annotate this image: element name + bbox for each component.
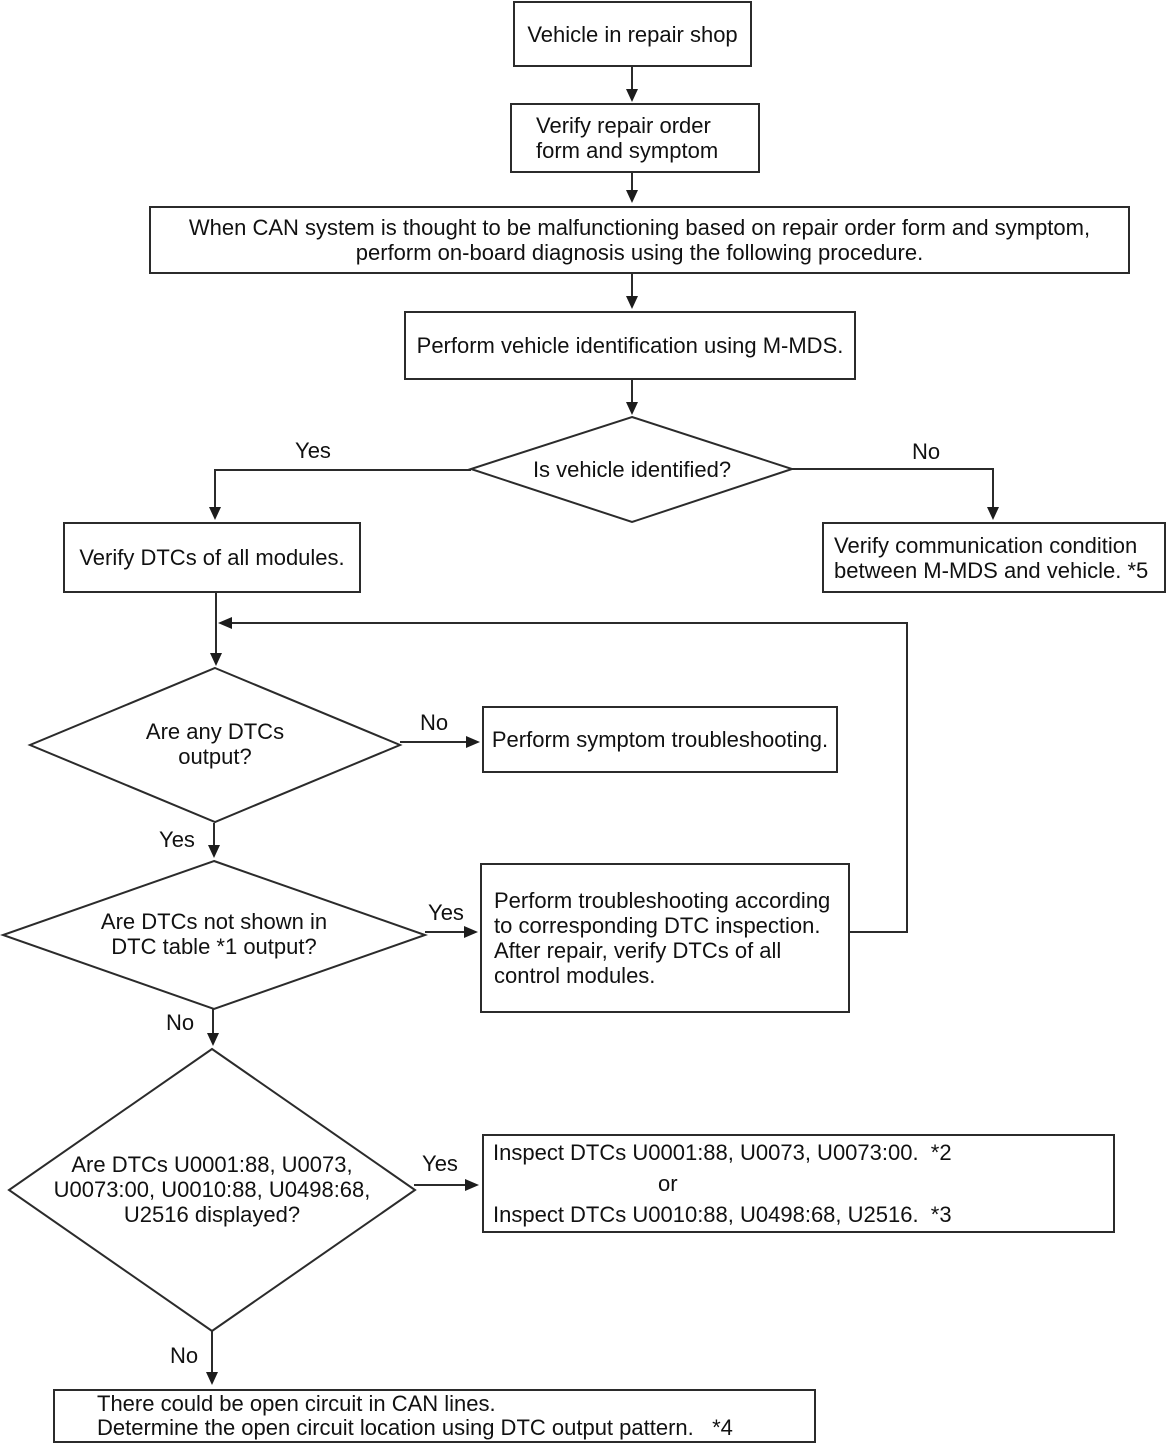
label-not-in-table-no: No <box>165 1010 195 1035</box>
node-open-circuit: There could be open circuit in CAN lines… <box>53 1389 816 1443</box>
arrowhead-down-icon <box>626 402 638 415</box>
arrowhead-down-icon <box>626 89 638 102</box>
node-perform-dtc-troubleshooting: Perform troubleshooting according to cor… <box>480 863 850 1013</box>
node-text-line: to corresponding DTC inspection. <box>494 913 821 938</box>
decision-is-vehicle-identified-text: Is vehicle identified? <box>532 457 732 482</box>
node-text-line: Verify communication condition <box>834 532 1138 558</box>
arrowhead-down-icon <box>626 296 638 309</box>
node-text-line: Determine the open circuit location usin… <box>97 1415 733 1440</box>
label-any-dtcs-no: No <box>419 710 449 735</box>
arrowhead-down-icon <box>207 1033 219 1046</box>
edge-identified-no <box>792 468 994 508</box>
node-text-line: Inspect DTCs U0010:88, U0498:68, U2516. … <box>493 1202 952 1227</box>
decision-dtcs-displayed-text: Are DTCs U0001:88, U0073, U0073:00, U001… <box>47 1152 377 1227</box>
decision-text-line: Are any DTCs <box>145 719 285 744</box>
label-displayed-yes: Yes <box>422 1151 458 1176</box>
decision-text-line: Are DTCs U0001:88, U0073, <box>71 1152 353 1177</box>
label-identified-no: No <box>911 439 941 464</box>
arrowhead-down-icon <box>209 507 221 520</box>
decision-text-line: output? <box>178 744 252 769</box>
arrowhead-down-icon <box>626 190 638 203</box>
decision-is-vehicle-identified-shape <box>467 415 796 524</box>
arrowhead-left-icon <box>218 617 232 629</box>
node-inspect-dtcs: Inspect DTCs U0001:88, U0073, U0073:00. … <box>482 1134 1115 1233</box>
decision-are-any-dtcs-output-shape <box>27 666 403 824</box>
decision-text-line: U0073:00, U0010:88, U0498:68, <box>53 1177 371 1202</box>
label-not-in-table-yes: Yes <box>428 900 464 925</box>
node-can-malfunction-note: When CAN system is thought to be malfunc… <box>149 206 1130 274</box>
node-text-line: perform on-board diagnosis using the fol… <box>355 240 924 265</box>
node-text-line: When CAN system is thought to be malfunc… <box>188 215 1091 240</box>
arrowhead-down-icon <box>208 845 220 858</box>
node-text-line: After repair, verify DTCs of all <box>494 938 782 963</box>
decision-text-line: Are DTCs not shown in <box>100 909 328 934</box>
node-verify-dtcs-all-modules: Verify DTCs of all modules. <box>63 522 361 593</box>
node-text-line: There could be open circuit in CAN lines… <box>97 1391 496 1416</box>
node-text-line: between M-MDS and vehicle. *5 <box>834 557 1149 583</box>
edge-identified-yes <box>214 469 471 508</box>
node-text-line: form and symptom <box>536 138 719 163</box>
decision-dtcs-not-in-table-text: Are DTCs not shown in DTC table *1 outpu… <box>79 909 349 959</box>
node-verify-communication-condition: Verify communication condition between M… <box>822 522 1166 593</box>
decision-dtcs-displayed-shape <box>7 1047 417 1333</box>
arrowhead-right-icon <box>464 926 478 938</box>
node-text-line: control modules. <box>494 963 656 988</box>
decision-text-line: U2516 displayed? <box>123 1202 301 1227</box>
label-identified-yes: Yes <box>295 438 331 463</box>
arrowhead-down-icon <box>987 507 999 520</box>
node-verify-repair-order: Verify repair order form and symptom <box>510 103 760 173</box>
decision-text-line: DTC table *1 output? <box>111 934 317 959</box>
decision-are-any-dtcs-output-text: Are any DTCs output? <box>95 719 335 769</box>
arrowhead-right-icon <box>465 1179 479 1191</box>
arrowhead-right-icon <box>466 736 480 748</box>
node-vehicle-in-repair-shop: Vehicle in repair shop <box>513 1 752 67</box>
arrowhead-down-icon <box>206 1372 218 1385</box>
node-perform-symptom-troubleshooting: Perform symptom troubleshooting. <box>482 706 838 773</box>
decision-dtcs-not-in-table-shape <box>0 859 429 1011</box>
arrowhead-down-icon <box>210 653 222 666</box>
node-perform-vehicle-identification: Perform vehicle identification using M-M… <box>404 311 856 380</box>
edge-feedback-loop <box>232 622 908 933</box>
node-text-line-or: or <box>658 1171 678 1196</box>
label-displayed-no: No <box>169 1343 199 1368</box>
label-any-dtcs-yes: Yes <box>159 827 195 852</box>
node-text-line: Perform troubleshooting according <box>494 888 831 913</box>
node-text-line: Inspect DTCs U0001:88, U0073, U0073:00. … <box>493 1140 952 1165</box>
node-text-line: Verify repair order <box>536 113 711 138</box>
